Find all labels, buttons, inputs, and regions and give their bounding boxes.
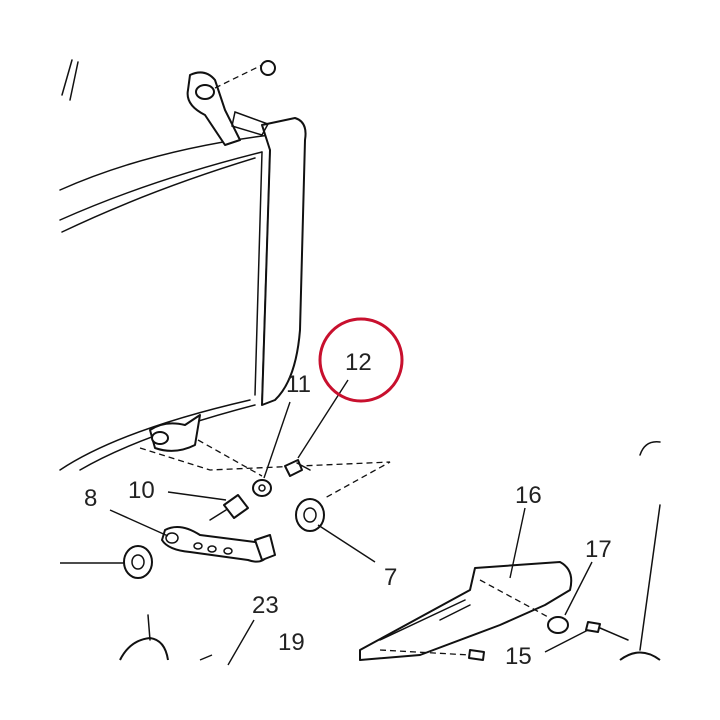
leader-11 <box>263 401 291 479</box>
leader-16 <box>509 507 526 579</box>
leader-19 <box>199 654 213 661</box>
drive-gear-left <box>123 545 153 579</box>
callout-12: 12 <box>345 349 372 376</box>
radiator-assembly <box>59 59 307 471</box>
callout-labels: 7 8 10 11 12 15 16 17 19 23 <box>84 349 612 670</box>
highlight-circle <box>318 317 404 403</box>
leader-12 <box>297 379 349 459</box>
part-15-screws <box>379 621 629 661</box>
part-16-bracket <box>359 561 573 661</box>
callout-23: 23 <box>252 592 279 619</box>
callout-10: 10 <box>128 477 155 504</box>
leader-8 <box>109 509 169 537</box>
part-8-linkage-arm <box>161 525 276 563</box>
right-edge-component <box>619 441 661 661</box>
part-7-gear <box>295 498 325 532</box>
leader-15 <box>544 629 589 653</box>
callout-17: 17 <box>585 536 612 563</box>
part-12-bolt <box>284 459 311 477</box>
leader-17 <box>564 561 593 616</box>
leader-10 <box>167 491 227 501</box>
leader-7 <box>317 524 376 563</box>
callout-7: 7 <box>384 564 397 591</box>
part-10-spacer <box>209 494 249 521</box>
part-23-knob <box>119 614 169 661</box>
part-11-washer <box>252 479 272 497</box>
callout-15: 15 <box>505 643 532 670</box>
leader-lines <box>60 379 593 666</box>
part-17-cap <box>547 616 569 634</box>
callout-11: 11 <box>286 371 311 398</box>
leader-23 <box>227 619 255 666</box>
callout-16: 16 <box>515 482 542 509</box>
callout-8: 8 <box>84 485 97 512</box>
callout-19: 19 <box>278 629 305 656</box>
